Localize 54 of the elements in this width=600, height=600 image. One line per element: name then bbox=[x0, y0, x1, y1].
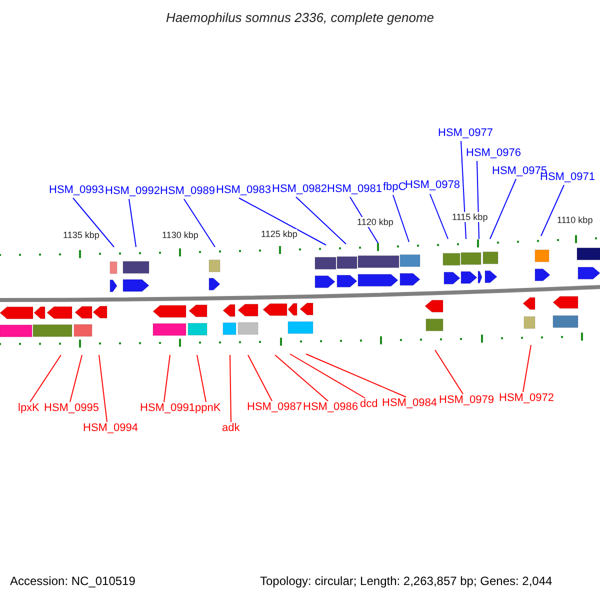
gene-label: HSM_0989 bbox=[160, 185, 216, 198]
leader-line bbox=[238, 198, 326, 246]
gene-label: HSM_0984 bbox=[382, 397, 438, 410]
leader-line bbox=[540, 184, 564, 236]
leader-line bbox=[290, 354, 366, 398]
gene-label: HSM_0972 bbox=[499, 392, 554, 405]
gene-label: HSM_0979 bbox=[439, 394, 494, 407]
leader-line bbox=[196, 354, 206, 402]
leader-line bbox=[72, 198, 114, 248]
leader-line bbox=[230, 354, 232, 422]
leader-line bbox=[184, 198, 216, 248]
gene-label: ppnK bbox=[195, 402, 221, 415]
leader-line bbox=[248, 354, 272, 402]
scale-label: 1115 kbp bbox=[452, 212, 488, 222]
gene-label: HSM_0994 bbox=[83, 422, 138, 435]
gene-label: HSM_0992 bbox=[105, 185, 160, 198]
gene-label: HSM_0977 bbox=[438, 127, 494, 140]
leader-line bbox=[392, 194, 410, 242]
leader-line bbox=[306, 354, 406, 398]
leader-line bbox=[476, 160, 480, 240]
footer-text: Topology: circular; Length: 2,263,857 bp; Genes: 2,044 bbox=[260, 575, 552, 588]
leader-line bbox=[30, 354, 62, 402]
leader-line bbox=[274, 354, 328, 402]
scale-label: 1125 kbp bbox=[261, 229, 298, 239]
scale-label: 1110 kbp bbox=[557, 215, 593, 225]
gene-label: dcd bbox=[360, 398, 378, 411]
leader-line bbox=[296, 196, 346, 244]
leader-line bbox=[522, 344, 532, 392]
leader-line bbox=[430, 194, 448, 240]
gene-label: HSM_0983 bbox=[216, 184, 272, 197]
title: Haemophilus somnus 2336, complete genome bbox=[164, 11, 436, 24]
gene-label: HSM_0978 bbox=[405, 179, 460, 192]
scale-label: 1130 kbp bbox=[162, 230, 198, 240]
leader-line bbox=[164, 354, 170, 402]
gene-label: HSM_0976 bbox=[466, 147, 522, 160]
leader-line bbox=[128, 198, 136, 248]
leader-line bbox=[98, 354, 108, 422]
gene-label: HSM_0993 bbox=[49, 184, 104, 197]
gene-label: HSM_0986 bbox=[303, 401, 358, 414]
footer-text: Accession: NC_010519 bbox=[10, 575, 136, 588]
leader-line bbox=[490, 178, 516, 240]
scale-label: 1135 kbp bbox=[63, 230, 100, 240]
gene-label: fbpC bbox=[383, 181, 406, 194]
gene-label: HSM_0981 bbox=[327, 183, 382, 196]
gene-label: HSM_0987 bbox=[247, 401, 302, 414]
scale-label: 1120 kbp bbox=[357, 217, 394, 227]
gene-label: lpxK bbox=[18, 402, 40, 415]
gene-label: HSM_0982 bbox=[272, 183, 328, 196]
gene-label: adk bbox=[222, 422, 240, 435]
gene-label: HSM_0991 bbox=[140, 402, 196, 415]
leader-line bbox=[70, 354, 82, 402]
gene-label: HSM_0995 bbox=[44, 402, 100, 415]
leader-line bbox=[434, 350, 464, 394]
leader-line bbox=[460, 140, 466, 240]
